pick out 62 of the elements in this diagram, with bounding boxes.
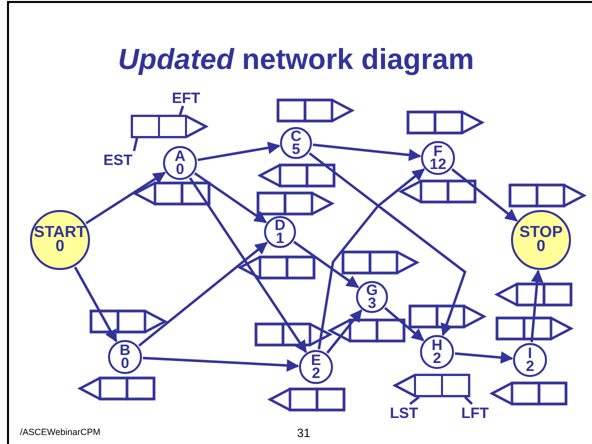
time-cell	[130, 114, 160, 138]
callout-text: LST	[390, 404, 418, 422]
title: Updated network diagram	[116, 44, 476, 77]
activity-name: E	[310, 354, 321, 367]
arrow	[74, 266, 118, 342]
activity-name: H	[432, 338, 442, 352]
activity-circle	[108, 340, 142, 374]
callout-text: LFT	[461, 404, 489, 422]
arrow	[198, 142, 280, 162]
activity-circle	[280, 127, 312, 159]
footer-note: /ASCEWebinarCPM	[20, 427, 100, 437]
activity-circle	[420, 335, 454, 369]
activity-name: START	[34, 226, 86, 240]
duration: 0	[56, 240, 64, 254]
activity-name: D	[274, 218, 286, 232]
leader-line	[464, 396, 473, 405]
arrow	[188, 177, 308, 354]
duration: 12	[430, 158, 446, 172]
callout-text: EFT	[172, 90, 200, 106]
activity-circle	[299, 350, 333, 384]
duration: 2	[526, 360, 534, 374]
activity-name: A	[174, 150, 186, 163]
leader-line	[132, 138, 138, 152]
duration: 0	[176, 163, 184, 176]
arrow	[451, 168, 518, 222]
activity-name: B	[120, 344, 130, 357]
duration: 1	[276, 232, 284, 246]
duration: 0	[536, 240, 546, 254]
arrow	[293, 240, 360, 288]
duration: 2	[312, 367, 320, 380]
arrow	[530, 270, 544, 342]
duration: 5	[292, 143, 300, 156]
page-number: 31	[297, 426, 310, 440]
arrow	[142, 356, 300, 372]
activity-circle	[163, 146, 197, 180]
duration: 2	[432, 352, 442, 366]
activity-circle	[264, 216, 296, 248]
arrow	[312, 144, 422, 162]
activity-circle	[513, 343, 547, 377]
arrow	[318, 168, 425, 350]
activity-circle	[356, 281, 388, 313]
activity-name: I	[528, 346, 532, 360]
callout-text: EST	[103, 152, 133, 168]
leader-line	[409, 396, 420, 405]
activity-name: G	[366, 284, 378, 297]
activity-name: STOP	[519, 226, 563, 240]
activity-name: F	[433, 144, 443, 158]
activity-circle	[421, 141, 455, 175]
arrow	[194, 172, 268, 224]
activity-name: C	[290, 130, 302, 143]
arrow	[454, 351, 514, 364]
arrow	[85, 172, 166, 224]
time-cell	[158, 114, 188, 138]
duration: 0	[120, 357, 130, 370]
time-cell	[440, 374, 470, 398]
arrow	[308, 152, 466, 336]
arrow	[326, 309, 362, 354]
time-cell	[414, 374, 444, 398]
duration: 3	[368, 297, 376, 310]
leader-line	[178, 106, 184, 116]
arrow	[138, 242, 268, 347]
arrow	[384, 307, 424, 342]
